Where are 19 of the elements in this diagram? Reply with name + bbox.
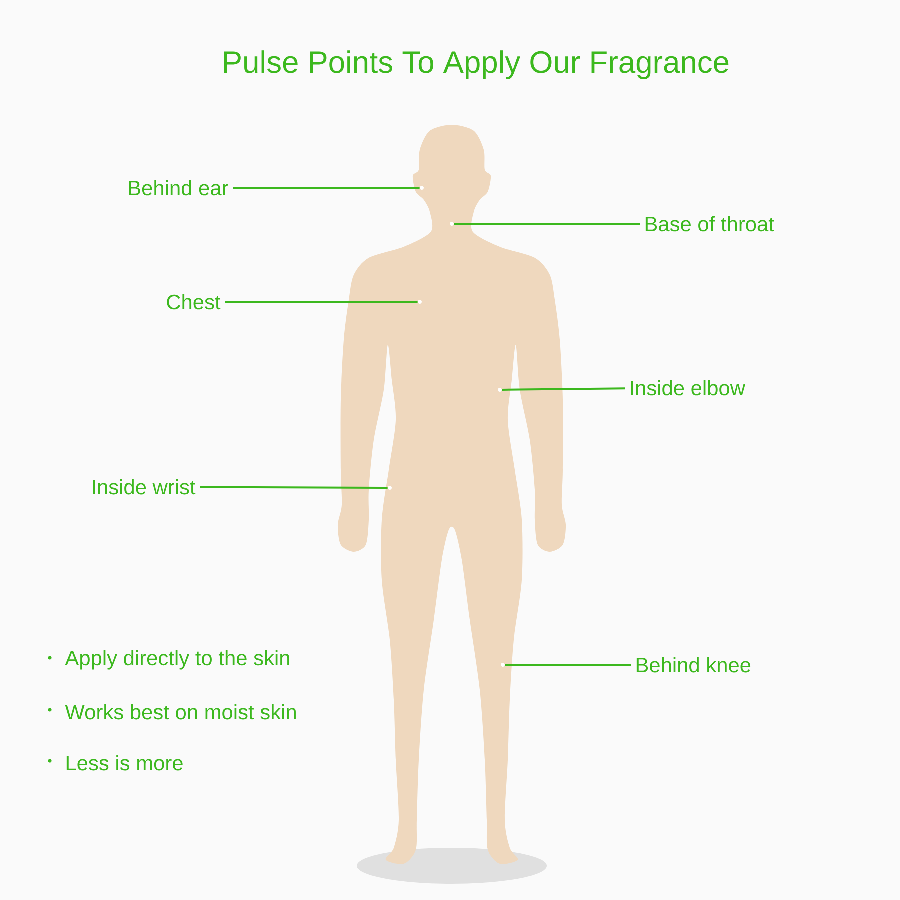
pulse-point [498, 388, 502, 392]
pulse-point [420, 186, 424, 190]
pulse-point [418, 300, 422, 304]
pulse-point [450, 222, 454, 226]
title: Pulse Points To Apply Our Fragrance [224, 50, 729, 80]
point-label: Base of throat [646, 216, 774, 232]
leader-line [225, 301, 418, 303]
leader-line [233, 187, 420, 189]
point-label: Behind knee [636, 657, 751, 673]
tip-text: Less is more [66, 755, 183, 771]
point-label: Chest [167, 294, 221, 310]
tip-text: Works best on moist skin [65, 704, 296, 720]
point-label: Inside elbow [631, 380, 746, 396]
point-label: Inside wrist [93, 479, 196, 495]
pulse-point [388, 486, 392, 490]
tip-text: Apply directly to the skin [65, 650, 290, 670]
point-label: Behind ear [129, 180, 228, 196]
pulse-point [501, 663, 505, 667]
leader-line [505, 664, 631, 666]
